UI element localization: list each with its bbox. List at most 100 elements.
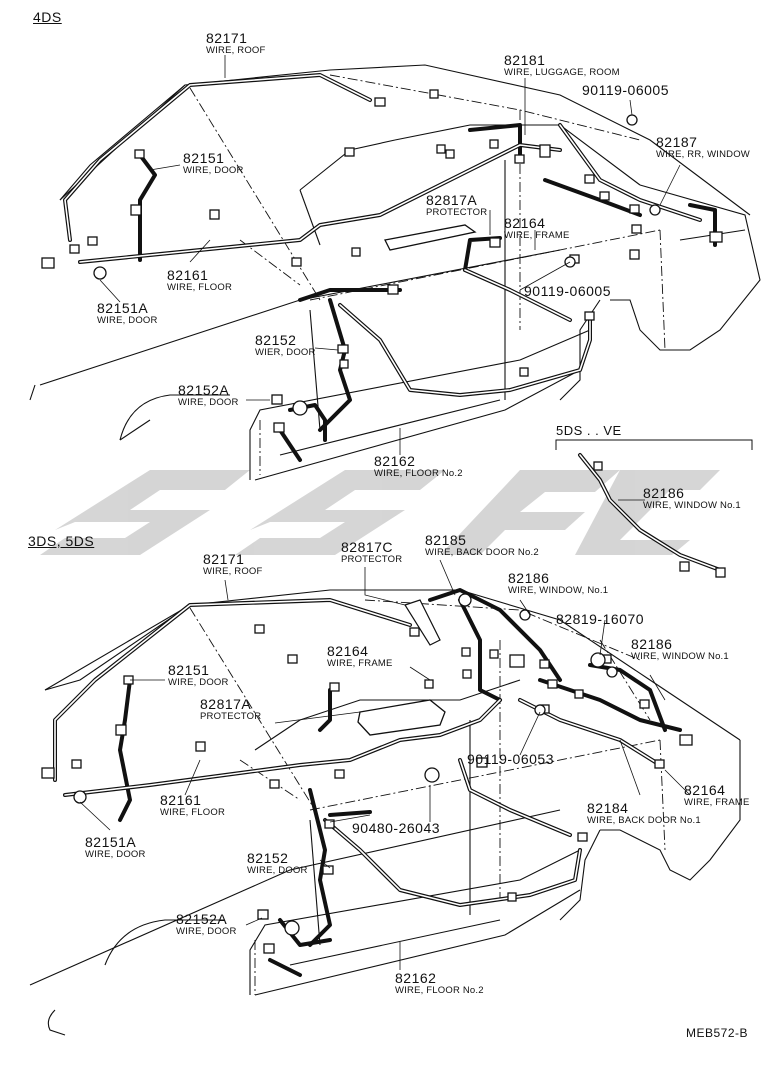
part-description: WIRE, BACK DOOR No.2 xyxy=(425,547,539,558)
part-number: 82152A xyxy=(178,382,230,398)
part-number: 82817A xyxy=(426,192,478,208)
label-82151-top: 82151 WIRE, DOOR xyxy=(183,151,244,176)
section-heading-4ds: 4DS xyxy=(33,9,62,25)
part-description: WIRE, DOOR xyxy=(168,677,229,688)
part-number: 82181 xyxy=(504,52,546,68)
bottom-connectors xyxy=(41,593,693,954)
label-82151-bottom: 82151 WIRE, DOOR xyxy=(168,663,229,688)
label-82151a-bottom: 82151A WIRE, DOOR xyxy=(85,835,146,860)
part-number: 82151 xyxy=(168,662,210,678)
part-description: WIER, DOOR xyxy=(255,347,316,358)
inset-wire-inner xyxy=(579,454,721,571)
label-82181-top: 82181 WIRE, LUGGAGE, ROOM xyxy=(504,53,620,78)
part-description: WIRE, BACK DOOR No.1 xyxy=(587,815,701,826)
bottom-leader-lines xyxy=(79,559,691,970)
part-number: 82817A xyxy=(200,696,252,712)
label-82187-top: 82187 WIRE, RR, WINDOW xyxy=(656,135,750,160)
part-description: WIRE, FRAME xyxy=(684,797,750,808)
part-number: 82186 xyxy=(643,485,685,501)
label-82162-bottom: 82162 WIRE, FLOOR No.2 xyxy=(395,971,484,996)
label-82161-top: 82161 WIRE, FLOOR xyxy=(167,268,232,293)
part-number: 82819-16070 xyxy=(556,611,645,627)
part-number: 82162 xyxy=(395,970,437,986)
part-number: 82186 xyxy=(631,636,673,652)
part-number: 82151A xyxy=(85,834,137,850)
part-description: WIRE, DOOR xyxy=(85,849,146,860)
label-82186-bottom-a: 82186 WIRE, WINDOW, No.1 xyxy=(508,571,608,596)
part-description: WIRE, WINDOW, No.1 xyxy=(508,585,609,596)
part-number: 82152A xyxy=(176,911,228,927)
part-description: WIRE, FRAME xyxy=(504,230,570,241)
part-number: 82171 xyxy=(206,30,248,46)
label-82186-inset: 82186 WIRE, WINDOW No.1 xyxy=(643,486,741,511)
label-90119-06053-bottom: 90119-06053 xyxy=(467,752,554,766)
section-heading-3ds-5ds: 3DS, 5DS xyxy=(28,533,95,549)
label-82152-bottom: 82152 WIRE, DOOR xyxy=(247,851,308,876)
part-number: 82152 xyxy=(255,332,297,348)
label-90119-06005-top-a: 90119-06005 xyxy=(582,83,669,97)
part-description: PROTECTOR xyxy=(200,711,262,722)
part-number: 82162 xyxy=(374,453,416,469)
label-82817a-bottom: 82817A PROTECTOR xyxy=(200,697,261,722)
part-description: WIRE, FLOOR No.2 xyxy=(374,468,463,479)
bottom-protector-82817c xyxy=(404,599,441,646)
top-wiring-inner xyxy=(64,74,701,396)
label-90119-06005-top-b: 90119-06005 xyxy=(524,284,611,298)
part-description: WIRE, DOOR xyxy=(178,397,239,408)
part-description: WIRE, WINDOW No.1 xyxy=(631,651,729,662)
part-description: WIRE, DOOR xyxy=(183,165,244,176)
part-description: WIRE, DOOR xyxy=(97,315,158,326)
part-number: 82164 xyxy=(504,215,546,231)
part-description: WIRE, FLOOR xyxy=(167,282,233,293)
inset-bracket xyxy=(555,439,753,450)
part-number: 82185 xyxy=(425,532,467,548)
part-description: WIRE, FLOOR No.2 xyxy=(395,985,484,996)
part-number: 82161 xyxy=(160,792,202,808)
label-82161-bottom: 82161 WIRE, FLOOR xyxy=(160,793,225,818)
label-82819-16070-bottom: 82819-16070 xyxy=(556,612,644,626)
part-number: 90119-06005 xyxy=(524,283,611,299)
label-82186-bottom-b: 82186 WIRE, WINDOW No.1 xyxy=(631,637,729,662)
label-90480-26043-bottom: 90480-26043 xyxy=(352,821,440,835)
part-description: WIRE, DOOR xyxy=(247,865,308,876)
part-description: WIRE, FLOOR xyxy=(160,807,226,818)
part-description: PROTECTOR xyxy=(426,207,488,218)
part-number: 90480-26043 xyxy=(352,820,441,836)
part-description: WIRE, LUGGAGE, ROOM xyxy=(504,67,620,78)
label-82817c-bottom: 82817C PROTECTOR xyxy=(341,540,402,565)
label-82171-bottom: 82171 WIRE, ROOF xyxy=(203,552,263,577)
part-number: 90119-06005 xyxy=(582,82,669,98)
label-82151a-top: 82151A WIRE, DOOR xyxy=(97,301,158,326)
bottom-protector-82817a xyxy=(357,699,446,736)
part-description: WIRE, ROOF xyxy=(203,566,263,577)
label-82171-top: 82171 WIRE, ROOF xyxy=(206,31,266,56)
label-82184-bottom: 82184 WIRE, BACK DOOR No.1 xyxy=(587,801,701,826)
part-number: 82164 xyxy=(327,643,369,659)
part-number: 82151 xyxy=(183,150,225,166)
part-number: 82164 xyxy=(684,782,726,798)
top-connectors xyxy=(41,89,723,433)
part-description: WIRE, DOOR xyxy=(176,926,237,937)
part-number: 82184 xyxy=(587,800,629,816)
part-number: 82186 xyxy=(508,570,550,586)
part-description: WIRE, ROOF xyxy=(206,45,266,56)
label-82164-top: 82164 WIRE, FRAME xyxy=(504,216,570,241)
bottom-car-body xyxy=(29,589,741,1036)
label-82162-top: 82162 WIRE, FLOOR No.2 xyxy=(374,454,463,479)
watermark-logo xyxy=(40,470,720,555)
part-number: 82161 xyxy=(167,267,209,283)
section-heading-5ds-ve: 5DS . . VE xyxy=(556,423,622,438)
label-82164-bottom-b: 82164 WIRE, FRAME xyxy=(684,783,750,808)
inset-connectors xyxy=(593,461,726,578)
top-protector-82817a xyxy=(384,224,477,251)
part-description: PROTECTOR xyxy=(341,554,403,565)
part-description: WIRE, FRAME xyxy=(327,658,393,669)
part-number: 82151A xyxy=(97,300,149,316)
label-82152-top: 82152 WIER, DOOR xyxy=(255,333,316,358)
label-82817a-top: 82817A PROTECTOR xyxy=(426,193,487,218)
label-82185-bottom: 82185 WIRE, BACK DOOR No.2 xyxy=(425,533,539,558)
part-number: 90119-06053 xyxy=(467,751,554,767)
label-82164-bottom-a: 82164 WIRE, FRAME xyxy=(327,644,393,669)
part-number: 82817C xyxy=(341,539,394,555)
